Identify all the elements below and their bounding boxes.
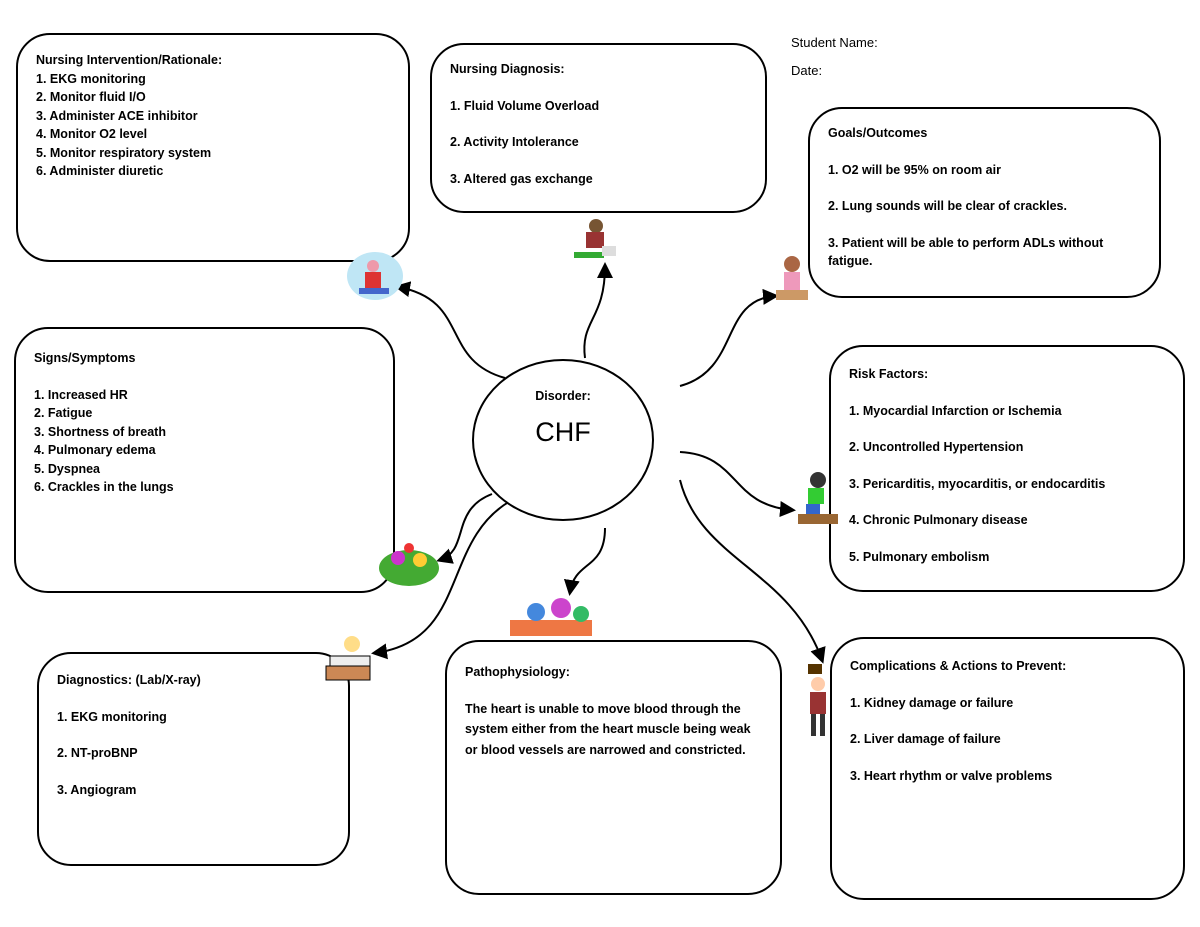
list-item: 3. Angiogram [57,782,137,797]
signs-symptoms-box: Signs/Symptoms 1. Increased HR 2. Fatigu… [14,327,395,593]
box-title: Diagnostics: (Lab/X-ray) [57,673,201,687]
box-title: Goals/Outcomes [828,126,928,140]
disorder-label: Disorder: [535,389,591,403]
box-title: Pathophysiology: [465,665,570,679]
list-item: 3. Pericarditis, myocarditis, or endocar… [849,476,1106,491]
patho-text: The heart is unable to move blood throug… [465,701,751,757]
list-item: 1. Myocardial Infarction or Ischemia [849,403,1062,418]
list-item: 2. Monitor fluid I/O [36,90,146,104]
arrow-to-complications [679,479,826,664]
list-item: 3. Patient will be able to perform ADLs … [828,235,1104,269]
clipart-image [510,598,592,636]
clipart-image [379,543,439,586]
date-label: Date: [791,63,823,78]
list-item: 1. O2 will be 95% on room air [828,162,1001,177]
list-item: 2. Activity Intolerance [450,135,579,149]
box-title: Nursing Intervention/Rationale: [36,53,223,67]
pathophysiology-box: Pathophysiology: The heart is unable to … [445,640,782,895]
disorder-name: CHF [535,417,591,447]
risk-factors-box: Risk Factors: 1. Myocardial Infarction o… [829,345,1185,592]
arrow-to-intervention [394,281,506,379]
clipart-image [798,472,838,524]
list-item: 3. Administer ACE inhibitor [36,108,198,123]
arrow-to-diagnostics [371,499,513,660]
list-item: 1. Increased HR [34,387,128,402]
list-item: 2. Uncontrolled Hypertension [849,440,1024,454]
diagnostics-box: Diagnostics: (Lab/X-ray) 1. EKG monitori… [37,652,350,866]
clipart-image [325,636,371,681]
clipart-image [776,256,808,300]
list-item: 2. NT-proBNP [57,746,138,760]
student-name-label: Student Name: [791,35,878,50]
list-item: 4. Chronic Pulmonary disease [849,513,1028,527]
clipart-image [347,252,403,300]
box-title: Nursing Diagnosis: [450,62,565,76]
list-item: 5. Dyspnea [34,461,101,476]
arrow-to-diagnosis [583,262,613,359]
list-item: 3. Heart rhythm or valve problems [850,768,1053,783]
arrow-to-goals [679,288,779,387]
complications-box: Complications & Actions to Prevent: 1. K… [830,637,1185,900]
goals-box: Goals/Outcomes 1. O2 will be 95% on room… [808,107,1161,298]
arrow-to-risk [679,451,796,517]
list-item: 3. Altered gas exchange [450,171,593,186]
box-title: Signs/Symptoms [34,351,136,365]
nursing-intervention-box: Nursing Intervention/Rationale: 1. EKG m… [16,33,410,262]
list-item: 6. Administer diuretic [36,164,164,178]
list-item: 2. Liver damage of failure [850,732,1001,746]
list-item: 4. Pulmonary edema [34,443,156,457]
list-item: 4. Monitor O2 level [36,127,148,141]
list-item: 6. Crackles in the lungs [34,480,174,494]
list-item: 1. EKG monitoring [36,71,146,86]
clipart-image [574,219,616,258]
arrow-to-signs [436,493,493,564]
list-item: 5. Pulmonary embolism [849,549,990,564]
clipart-image [808,664,826,736]
nursing-diagnosis-box: Nursing Diagnosis: 1. Fluid Volume Overl… [430,43,767,213]
arrow-to-patho [563,527,606,596]
list-item: 1. Fluid Volume Overload [450,98,600,113]
box-title: Risk Factors: [849,367,929,381]
list-item: 2. Fatigue [34,406,93,420]
list-item: 1. EKG monitoring [57,709,167,724]
box-title: Complications & Actions to Prevent: [850,659,1067,673]
list-item: 3. Shortness of breath [34,424,166,439]
list-item: 2. Lung sounds will be clear of crackles… [828,199,1067,213]
list-item: 1. Kidney damage or failure [850,695,1014,710]
list-item: 5. Monitor respiratory system [36,145,212,160]
disorder-ellipse: Disorder: CHF [472,359,654,521]
